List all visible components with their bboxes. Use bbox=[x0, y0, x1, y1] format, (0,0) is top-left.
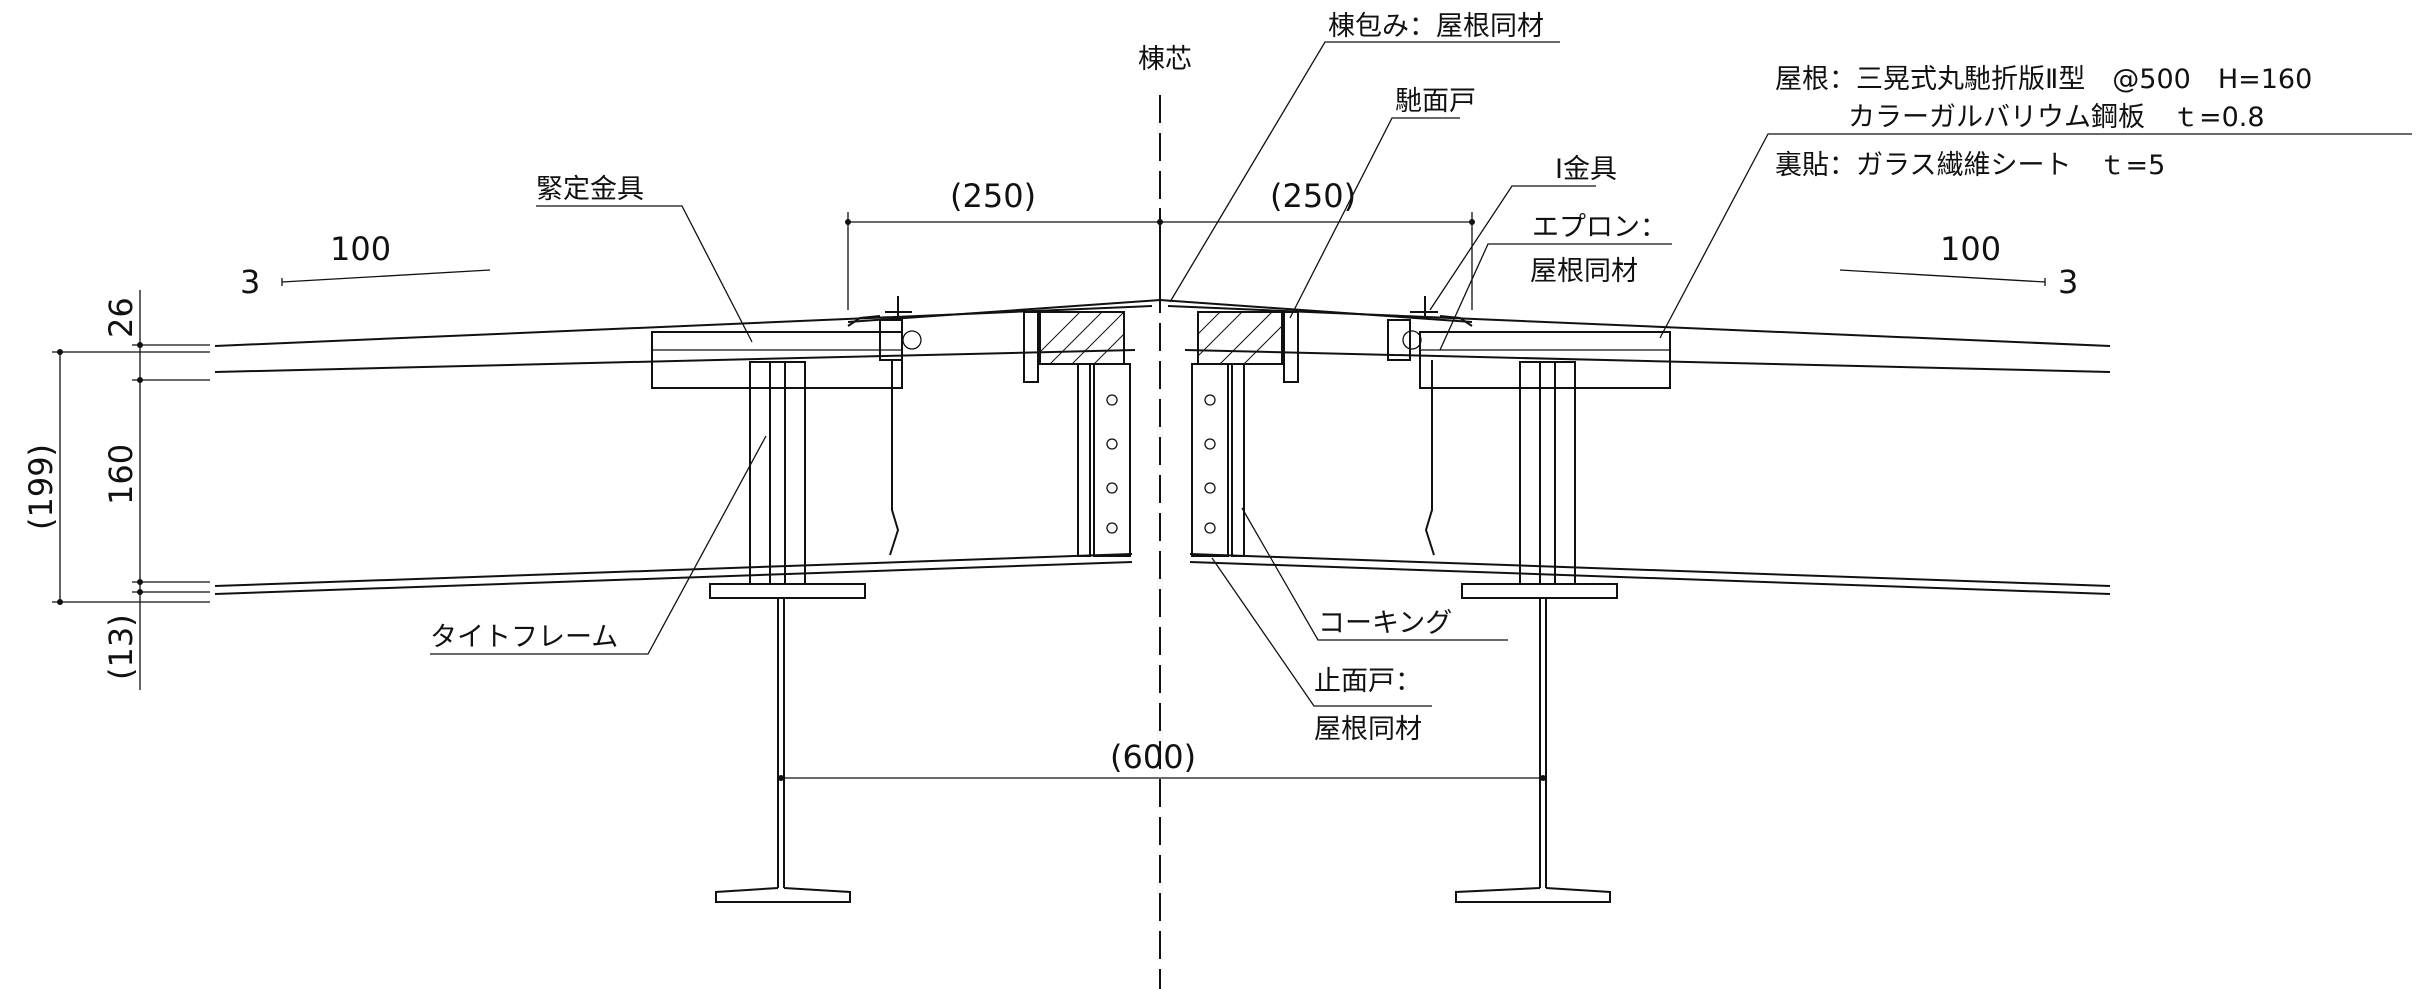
dim-top bbox=[845, 212, 1475, 310]
slope-left bbox=[281, 269, 491, 286]
fix-bracket-left bbox=[651, 296, 922, 556]
label-closure: 馳面戸 bbox=[1395, 86, 1476, 117]
leader-roof bbox=[1659, 133, 2412, 339]
label-stop-1: 止面戸： bbox=[1314, 666, 1422, 697]
leader-stop-closure bbox=[1211, 557, 1432, 707]
label-apron-1: エプロン： bbox=[1532, 212, 1667, 243]
label-tight-frame: タイトフレーム bbox=[430, 622, 618, 653]
slope-left-run: 100 bbox=[330, 230, 391, 268]
label-apron-2: 屋根同材 bbox=[1530, 256, 1638, 287]
label-i-bracket: I金具 bbox=[1555, 154, 1617, 185]
label-roof-1: 屋根：三晃式丸馳折版Ⅱ型 @500 H=160 bbox=[1775, 64, 2312, 95]
leader-ridge-cover bbox=[1169, 41, 1560, 303]
dim-purlin bbox=[778, 775, 1546, 781]
leader-i-bracket bbox=[1429, 185, 1596, 311]
dim-mid-height: 160 bbox=[102, 444, 140, 505]
dim-top-height: 26 bbox=[102, 297, 140, 338]
dim-total-height: (199) bbox=[22, 444, 60, 530]
slope-right-rise: 3 bbox=[2058, 263, 2078, 301]
tight-frame-right bbox=[1461, 361, 1618, 599]
slope-right-run: 100 bbox=[1940, 230, 2001, 268]
label-ridge-cover: 棟包み：屋根同材 bbox=[1328, 11, 1544, 42]
slope-left-rise: 3 bbox=[240, 263, 260, 301]
fix-bracket-right bbox=[1387, 296, 1671, 556]
purlin-left bbox=[715, 598, 851, 903]
slope-right bbox=[1839, 269, 2046, 286]
label-caulking: コーキング bbox=[1318, 608, 1452, 639]
leader-apron bbox=[1439, 243, 1672, 351]
roof-right bbox=[1167, 305, 2111, 595]
label-ridge-center: 棟芯 bbox=[1138, 44, 1192, 75]
leader-tight-frame bbox=[430, 435, 767, 655]
purlin-right bbox=[1455, 598, 1611, 903]
leader-fix-bracket bbox=[536, 205, 753, 343]
dim-purlin-span: (600) bbox=[1110, 738, 1196, 776]
closure-left bbox=[1023, 311, 1131, 557]
dim-bottom-height: (13) bbox=[102, 614, 140, 680]
closure-right bbox=[1191, 311, 1299, 557]
dim-vertical bbox=[52, 290, 210, 690]
label-roof-2: カラーガルバリウム鋼板 ｔ=0.8 bbox=[1848, 102, 2265, 133]
leader-caulking bbox=[1241, 507, 1508, 641]
dim-right-span: (250) bbox=[1270, 177, 1356, 215]
roof-left bbox=[214, 305, 1153, 595]
label-stop-2: 屋根同材 bbox=[1314, 714, 1422, 745]
dim-left-span: (250) bbox=[950, 177, 1036, 215]
label-fix-bracket: 緊定金具 bbox=[536, 174, 644, 205]
label-backing: 裏貼：ガラス繊維シート ｔ=5 bbox=[1775, 150, 2165, 181]
tight-frame-left bbox=[709, 361, 866, 599]
leader-closure bbox=[1289, 117, 1460, 319]
